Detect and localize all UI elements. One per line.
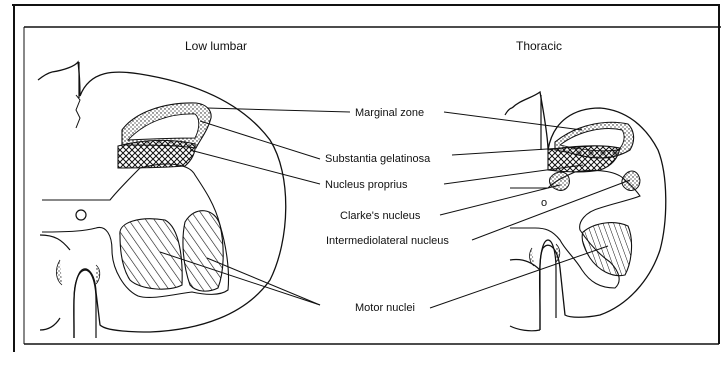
label-intermediolateral-nucleus: Intermediolateral nucleus — [326, 235, 449, 247]
label-marginal-zone: Marginal zone — [355, 107, 424, 119]
thoracic-section: o — [505, 92, 666, 331]
low-lumbar-section — [38, 62, 286, 338]
title-low-lumbar: Low lumbar — [185, 39, 247, 53]
label-substantia-gelatinosa: Substantia gelatinosa — [325, 153, 431, 165]
label-clarkes-nucleus: Clarke's nucleus — [340, 210, 421, 222]
low-lumbar-nucleus-proprius — [118, 140, 195, 168]
thoracic-motor-nucleus — [582, 223, 631, 276]
low-lumbar-motor-nucleus-lateral — [183, 211, 223, 291]
low-lumbar-motor-nucleus-medial — [120, 219, 182, 289]
central-canal-thoracic: o — [541, 197, 547, 209]
label-nucleus-proprius: Nucleus proprius — [325, 179, 408, 191]
thoracic-clarkes-nucleus — [549, 172, 569, 190]
central-canal-low-lumbar — [76, 210, 86, 220]
label-motor-nuclei: Motor nuclei — [355, 302, 415, 314]
thoracic-intermediolateral-nucleus — [622, 171, 640, 190]
title-thoracic: Thoracic — [516, 39, 562, 53]
